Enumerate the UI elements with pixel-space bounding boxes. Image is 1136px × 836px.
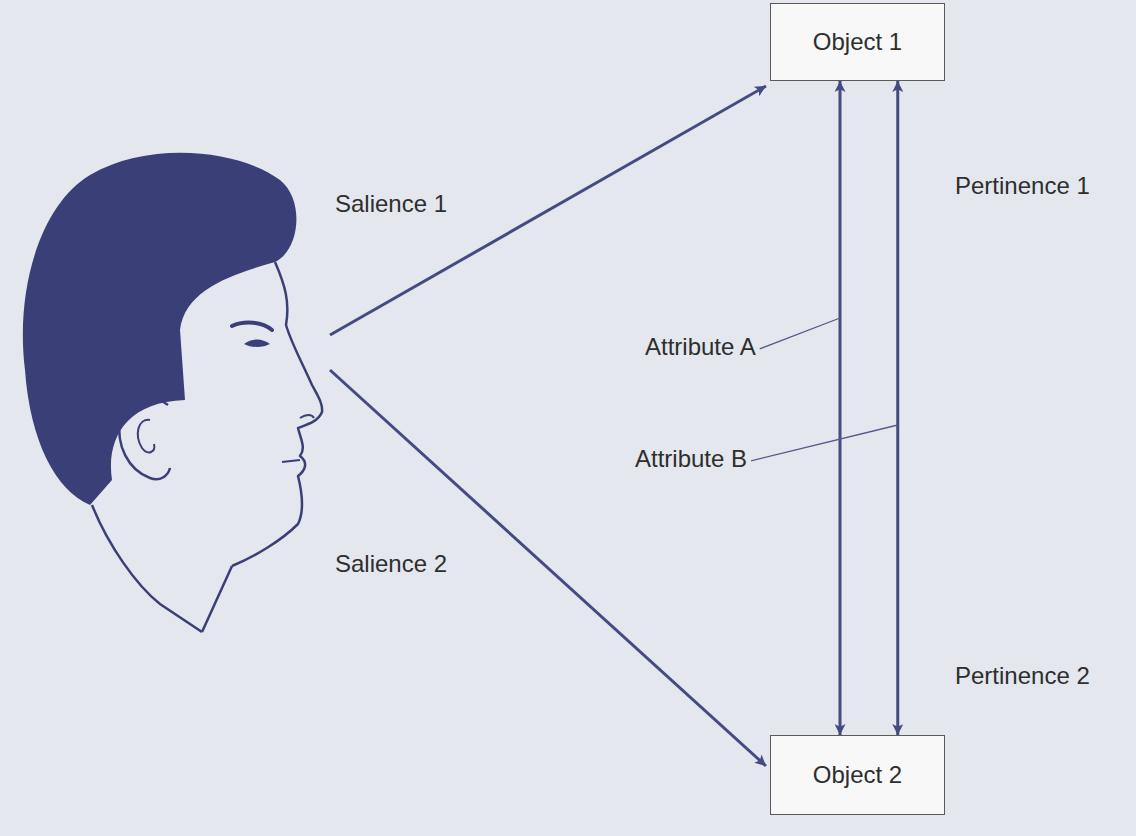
object-box: Object 1 [770, 3, 945, 81]
ear-inner [138, 420, 154, 453]
neck-back [92, 505, 202, 632]
neck-front [202, 566, 232, 632]
double-arrow [896, 81, 899, 735]
object-box: Object 2 [770, 735, 945, 815]
attribute-label: Attribute A [645, 333, 756, 362]
leader-line [751, 425, 898, 461]
leader-line [760, 318, 840, 349]
face-outline [232, 262, 322, 566]
object-name: Object 1 [813, 28, 902, 56]
salience-arrow [330, 86, 766, 335]
nostril [300, 415, 314, 418]
salience-label: Salience 2 [335, 550, 447, 579]
attribute-link [897, 81, 898, 735]
hair [23, 153, 297, 505]
double-arrow [839, 81, 842, 735]
ear [119, 397, 170, 479]
object-name: Object 2 [813, 761, 902, 789]
attribute-link [840, 81, 841, 735]
pertinence-label: Pertinence 2 [955, 662, 1090, 691]
salience-label: Salience 1 [335, 190, 447, 219]
eyebrow [232, 323, 272, 330]
eye [244, 340, 270, 348]
head-profile [23, 153, 322, 632]
attribute-label: Attribute B [635, 445, 747, 474]
pertinence-label: Pertinence 1 [955, 172, 1090, 201]
salience-arrow [330, 370, 766, 766]
mouth [282, 460, 300, 462]
